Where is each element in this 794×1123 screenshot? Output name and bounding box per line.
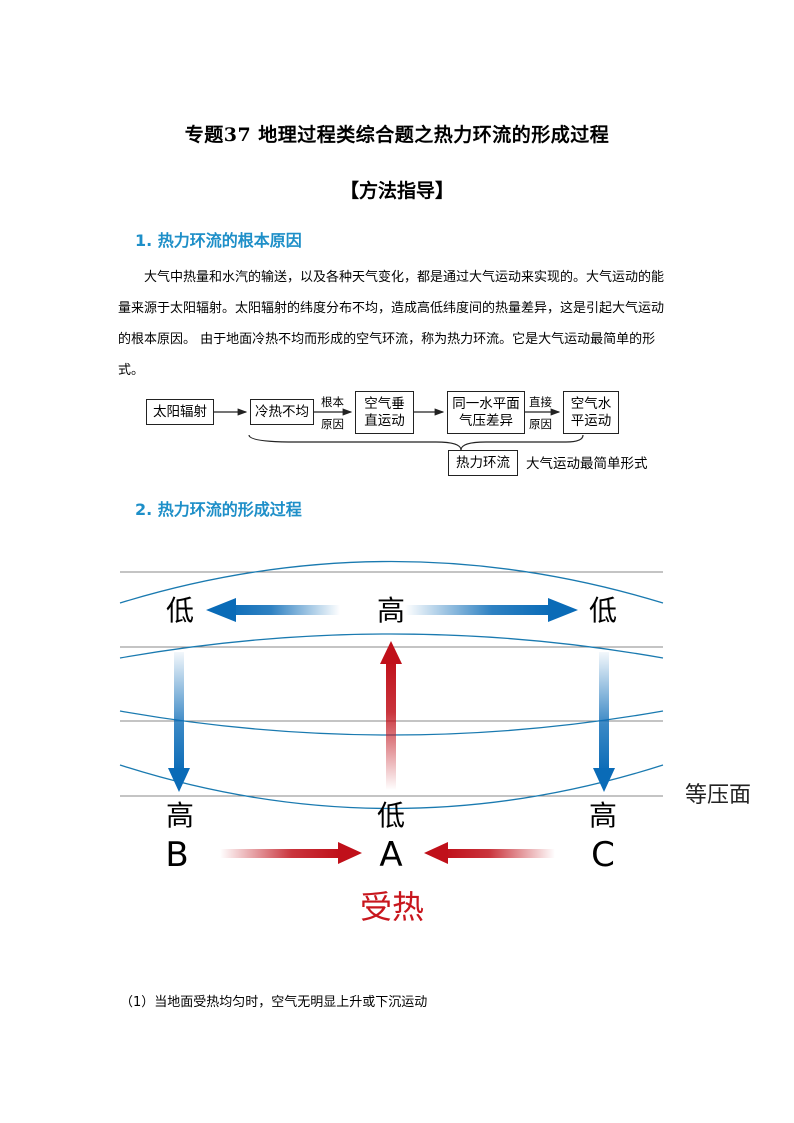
thermal-circulation-diagram: 低 高 低 高 低 高 B A C 受热 等压面 bbox=[0, 540, 794, 940]
right-descending-arrow bbox=[593, 652, 615, 792]
left-descending-arrow bbox=[168, 652, 190, 792]
paragraph-text: 大气中热量和水汽的输送，以及各种天气变化，都是通过大气运动来实现的。大气运动的能… bbox=[118, 270, 665, 378]
point-b-label: B bbox=[165, 835, 189, 875]
center-rising-arrow bbox=[380, 641, 402, 790]
note-uniform-heating: （1）当地面受热均匀时，空气无明显上升或下沉运动 bbox=[120, 995, 428, 1010]
upper-right-low-label: 低 bbox=[588, 594, 618, 627]
flow-caption: 大气运动最简单形式 bbox=[526, 456, 648, 472]
point-c-label: C bbox=[591, 835, 615, 875]
lower-center-low-label: 低 bbox=[376, 799, 406, 832]
paragraph-root-cause: 大气中热量和水汽的输送，以及各种天气变化，都是通过大气运动来实现的。大气运动的能… bbox=[118, 262, 666, 386]
isobar-label: 等压面 bbox=[684, 783, 752, 808]
flow-box-thermal-circulation: 热力环流 bbox=[448, 450, 518, 476]
point-a-label: A bbox=[379, 835, 403, 875]
surface-left-arrow bbox=[220, 842, 362, 864]
label-direct-cause: 原因 bbox=[529, 417, 552, 431]
label-root: 根本 bbox=[321, 395, 344, 409]
flow-box-pressure-difference: 同一水平面气压差异 bbox=[447, 391, 525, 434]
lower-left-high-label: 高 bbox=[165, 799, 195, 832]
cause-flowchart: 太阳辐射 冷热不均 根本 原因 空气垂直运动 同一水平面气压差异 直接 原因 空… bbox=[146, 390, 666, 478]
flow-box-solar-radiation: 太阳辐射 bbox=[146, 399, 214, 425]
upper-right-arrow bbox=[405, 598, 578, 622]
flow-box-horizontal-motion: 空气水平运动 bbox=[563, 391, 619, 434]
flow-box-uneven-heating: 冷热不均 bbox=[250, 399, 314, 425]
upper-left-low-label: 低 bbox=[165, 594, 195, 627]
flow-box-vertical-motion: 空气垂直运动 bbox=[355, 391, 414, 434]
label-direct: 直接 bbox=[529, 395, 552, 409]
page-title: 专题37 地理过程类综合题之热力环流的形成过程 bbox=[184, 124, 610, 146]
heading-formation-process: 2. 热力环流的形成过程 bbox=[135, 500, 302, 519]
surface-right-arrow bbox=[424, 842, 555, 864]
heated-label: 受热 bbox=[359, 888, 425, 926]
circulation-graphics bbox=[119, 560, 664, 864]
section-title: 【方法指导】 bbox=[339, 180, 454, 202]
label-cause: 原因 bbox=[321, 417, 344, 431]
lower-right-high-label: 高 bbox=[588, 799, 618, 832]
upper-left-arrow bbox=[206, 598, 340, 622]
heading-root-cause: 1. 热力环流的根本原因 bbox=[135, 231, 302, 250]
upper-center-high-label: 高 bbox=[376, 594, 406, 627]
